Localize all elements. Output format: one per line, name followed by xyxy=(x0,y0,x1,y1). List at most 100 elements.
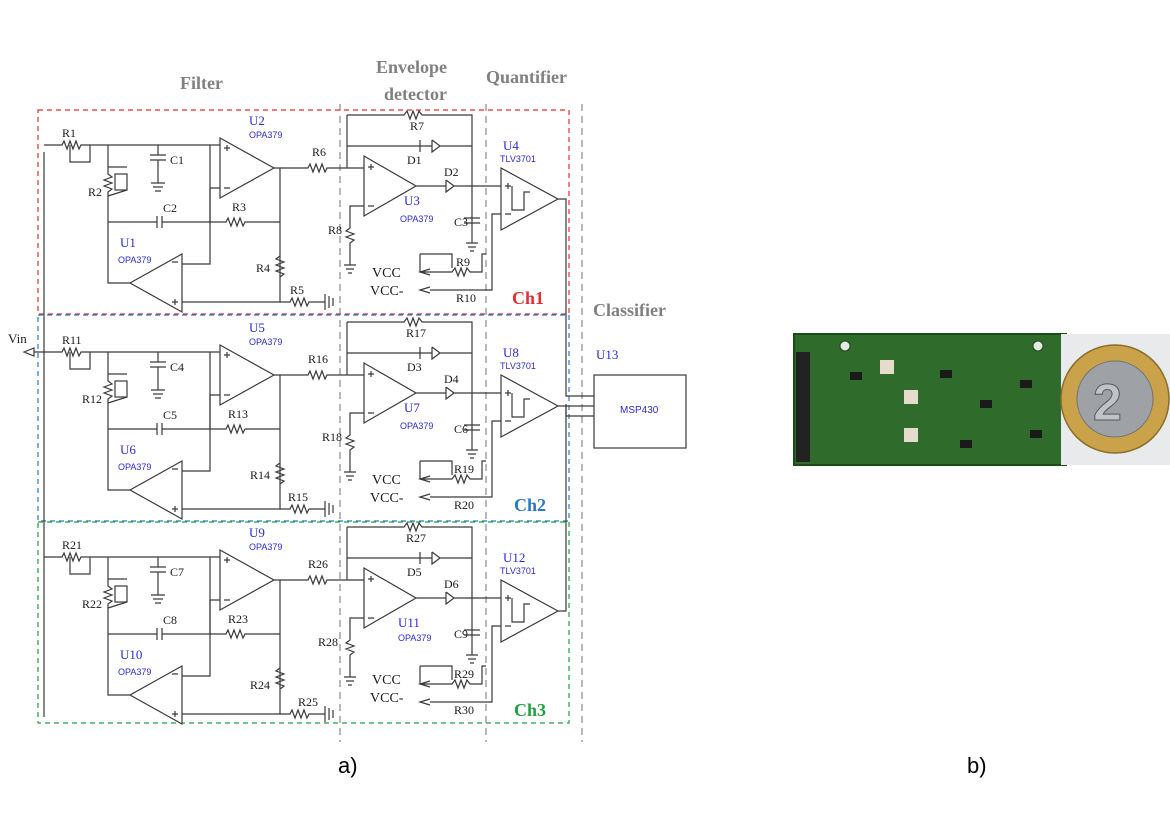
trimmer-pot-icon xyxy=(904,428,918,442)
label-c-gnd: C1 xyxy=(170,153,184,167)
label-d-out: D2 xyxy=(444,165,459,179)
label-r-fb: R13 xyxy=(228,407,248,421)
label-vcc: VCC xyxy=(372,266,401,281)
label-r-vccn: R30 xyxy=(454,703,474,717)
ic-chip-icon xyxy=(940,370,952,378)
mount-hole-icon xyxy=(839,340,851,352)
label-vcc-neg: VCC- xyxy=(370,491,404,506)
ic-chip-icon xyxy=(850,372,862,380)
label-r-pot: R22 xyxy=(82,597,102,611)
label-u-cmp-part: TLV3701 xyxy=(500,566,536,576)
label-c-fb: C5 xyxy=(163,408,177,422)
label-c-hold: C3 xyxy=(454,215,468,229)
board-photo: 2 xyxy=(793,333,1170,466)
label-d-fb: D1 xyxy=(407,153,422,167)
label-r-in: R21 xyxy=(62,538,82,552)
trimmer-pot-icon xyxy=(880,360,894,374)
trimmer-pot-icon xyxy=(904,390,918,404)
label-r-div: R4 xyxy=(256,261,270,275)
classifier-block xyxy=(593,374,687,449)
section-classifier-label: Classifier xyxy=(593,300,666,320)
label-r-in: R1 xyxy=(62,126,76,140)
label-r-env-fb: R27 xyxy=(406,531,426,545)
label-r-pot: R2 xyxy=(88,185,102,199)
label-r-gnd: R25 xyxy=(298,695,318,709)
label-r-vcc: R19 xyxy=(454,462,474,476)
label-u-bot: U1 xyxy=(120,235,136,250)
channel-box-ch3 xyxy=(37,521,570,724)
coin-center xyxy=(1076,360,1154,438)
caption-b: b) xyxy=(967,753,987,778)
label-u-bot: U10 xyxy=(120,647,142,662)
label-c-gnd: C7 xyxy=(170,565,184,579)
label-r-fb: R23 xyxy=(228,612,248,626)
label-u-bot: U6 xyxy=(120,442,136,457)
label-channel: Ch3 xyxy=(514,700,546,720)
label-r-env-in: R26 xyxy=(308,557,328,571)
label-u-top: U5 xyxy=(249,320,265,335)
ic-chip-icon xyxy=(980,400,992,408)
label-r-pot: R12 xyxy=(82,392,102,406)
label-u-env-part: OPA379 xyxy=(398,633,431,643)
label-vcc-neg: VCC- xyxy=(370,691,404,706)
label-d-out: D6 xyxy=(444,577,459,591)
label-u-env: U11 xyxy=(398,615,420,630)
label-u-bot-part: OPA379 xyxy=(118,667,151,677)
label-vcc: VCC xyxy=(372,673,401,688)
label-r-env-in: R16 xyxy=(308,352,328,366)
label-r-vcc: R9 xyxy=(456,255,470,269)
label-r-env-gnd: R28 xyxy=(318,635,338,649)
label-vcc: VCC xyxy=(372,473,401,488)
label-channel: Ch1 xyxy=(512,288,544,308)
classifier-ref-label: U13 xyxy=(596,347,618,362)
label-u-cmp: U12 xyxy=(503,550,525,565)
label-u-top: U2 xyxy=(249,113,265,128)
channel-ch1 xyxy=(44,109,567,314)
label-u-bot-part: OPA379 xyxy=(118,255,151,265)
label-r-gnd: R15 xyxy=(288,490,308,504)
label-r-fb: R3 xyxy=(232,200,246,214)
coin-denomination-glyph: 2 xyxy=(1093,374,1122,432)
mount-hole-icon xyxy=(1032,340,1044,352)
section-envelope-label-1: Envelope xyxy=(376,57,447,77)
channel-box-ch2 xyxy=(37,314,570,522)
label-c-hold: C6 xyxy=(454,422,468,436)
vin-label: Vin xyxy=(8,331,27,346)
label-c-fb: C8 xyxy=(163,613,177,627)
channel-box-ch1 xyxy=(37,109,570,315)
label-r-env-gnd: R8 xyxy=(328,223,342,237)
label-u-env: U3 xyxy=(404,193,420,208)
channel-ch3 xyxy=(44,404,567,726)
label-u-bot-part: OPA379 xyxy=(118,462,151,472)
channel-labels-ch3: R21 R22 C7 C8 R23 R24 R25 U9 OPA379 U10 … xyxy=(62,525,546,720)
label-u-cmp-part: TLV3701 xyxy=(500,361,536,371)
label-channel: Ch2 xyxy=(514,495,546,515)
label-r-in: R11 xyxy=(62,333,82,347)
header-pins-icon xyxy=(796,352,810,462)
label-c-gnd: C4 xyxy=(170,360,184,374)
caption-a: a) xyxy=(338,753,358,778)
label-r-vccn: R10 xyxy=(456,291,476,305)
label-r-env-in: R6 xyxy=(312,145,326,159)
label-u-cmp: U8 xyxy=(503,345,519,360)
label-u-env-part: OPA379 xyxy=(400,421,433,431)
classifier-part-label: MSP430 xyxy=(620,405,659,416)
classifier-bus xyxy=(558,312,594,417)
label-vcc-neg: VCC- xyxy=(370,284,404,299)
label-c-fb: C2 xyxy=(163,201,177,215)
label-r-div: R24 xyxy=(250,678,270,692)
vin-arrow xyxy=(22,152,45,717)
label-r-env-fb: R7 xyxy=(410,119,424,133)
pcb-board xyxy=(794,334,1066,465)
label-r-vcc: R29 xyxy=(454,667,474,681)
label-u-top-part: OPA379 xyxy=(249,130,282,140)
label-d-fb: D5 xyxy=(407,565,422,579)
ic-chip-icon xyxy=(1020,380,1032,388)
label-r-div: R14 xyxy=(250,468,270,482)
label-u-top-part: OPA379 xyxy=(249,337,282,347)
channel-ch2 xyxy=(44,316,560,521)
label-u-top-part: OPA379 xyxy=(249,542,282,552)
label-d-fb: D3 xyxy=(407,360,422,374)
ic-chip-icon xyxy=(1030,430,1042,438)
